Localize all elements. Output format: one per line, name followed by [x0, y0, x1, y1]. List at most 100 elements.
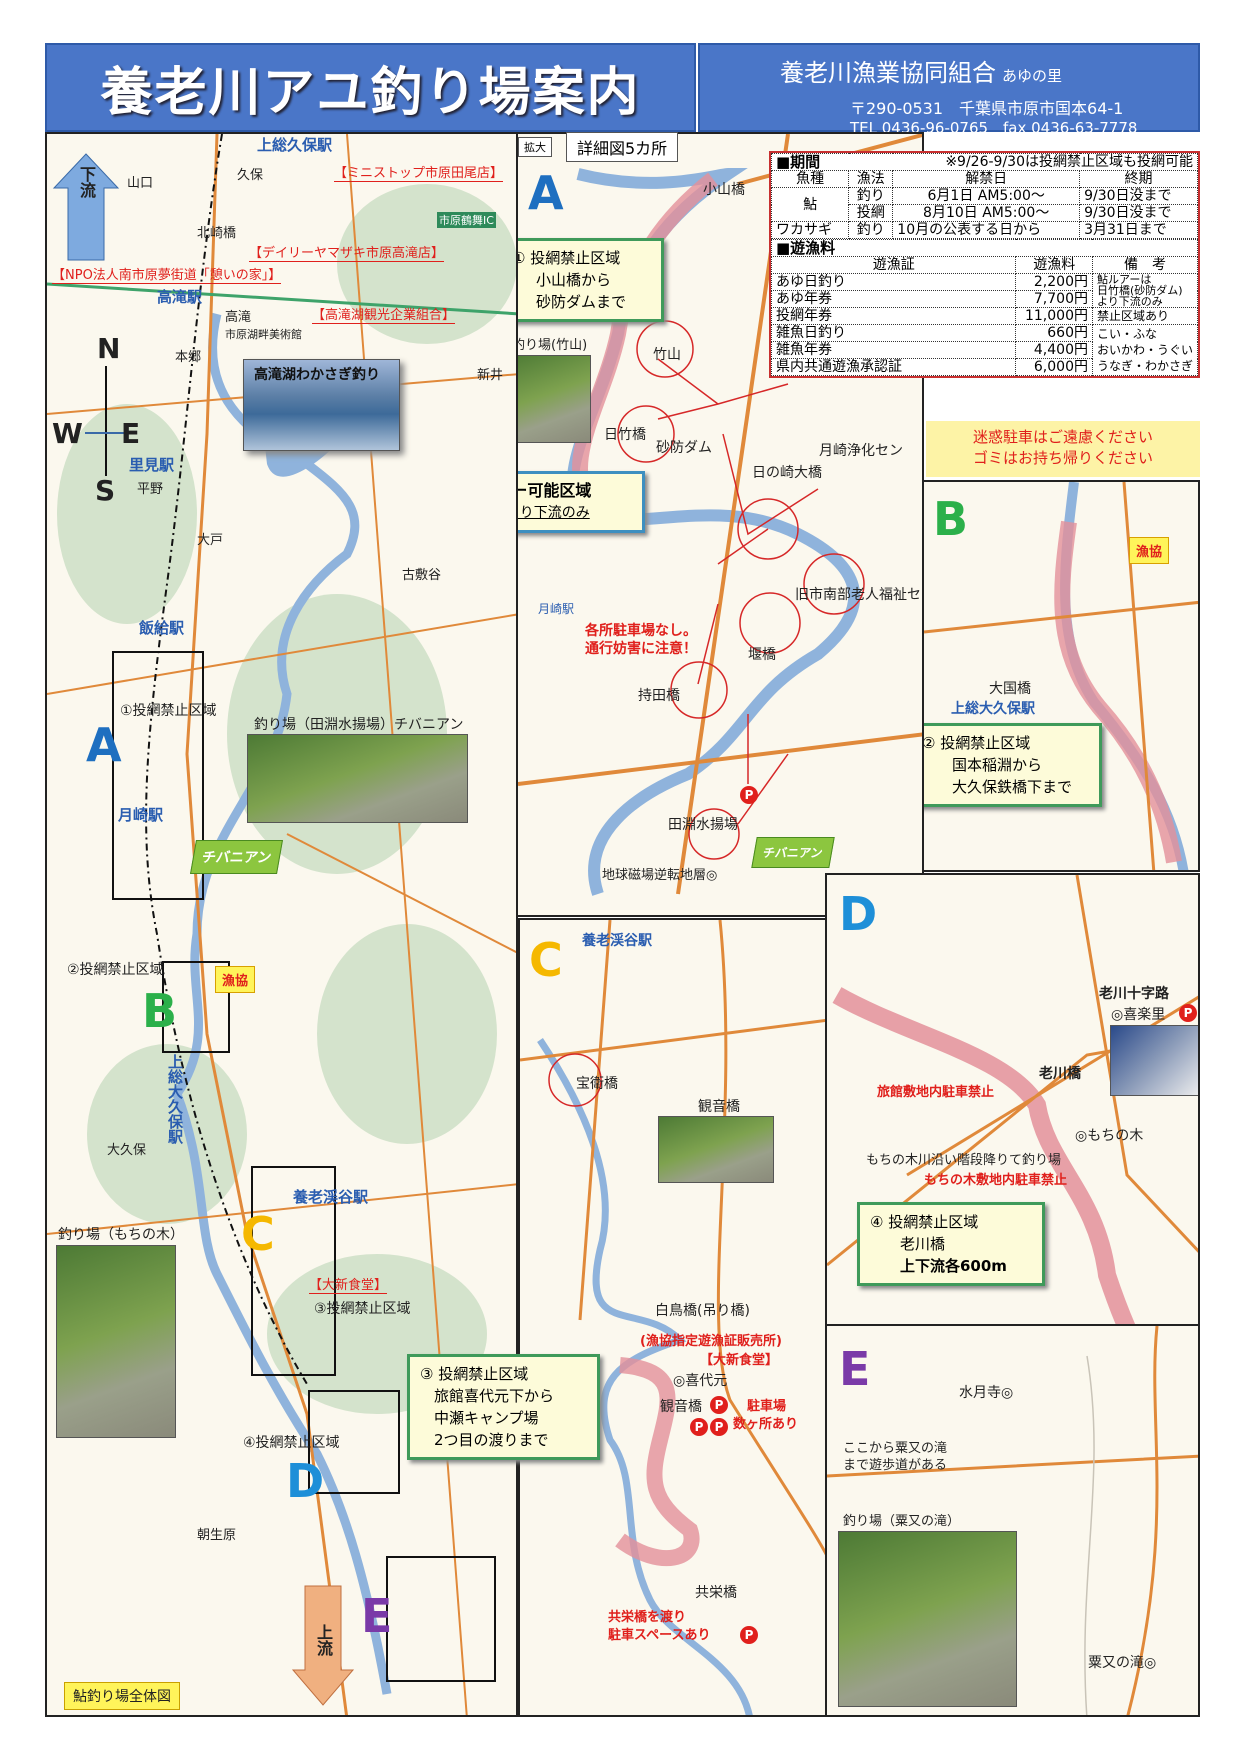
parking-notice: 迷惑駐車はご遠慮くださいゴミはお持ち帰りください	[926, 421, 1200, 477]
station-label: 養老渓谷駅	[293, 1188, 369, 1206]
place-label: 新井	[477, 368, 504, 383]
zone-letter-b: B	[142, 984, 178, 1038]
zone-label: ①投網禁止区域	[120, 703, 217, 719]
bridge-label: 大国橋	[989, 681, 1031, 697]
trail-note: ここから粟又の滝まで遊歩道がある	[843, 1441, 948, 1473]
shop-label: 【大新食堂】	[309, 1274, 388, 1294]
photo-mochinoki	[56, 1245, 176, 1438]
bridge-label: 日の崎大橋	[752, 465, 822, 481]
bridge-label: 小山橋	[703, 182, 745, 198]
overview-map: 下流 上流 N W E S 上総久保駅 高滝駅 里見駅 飯給駅 月崎駅 養老渓谷…	[45, 132, 518, 1717]
org-name: 養老川漁業協同組合あゆの里	[780, 59, 1063, 87]
place-label: 山口	[127, 176, 154, 191]
parking-warning: もちの木敷地内駐車禁止	[924, 1173, 1068, 1188]
bridge-label: 日竹橋	[604, 427, 646, 443]
place-label: 田淵水揚場	[668, 817, 738, 833]
callout-zone-2: ② 投網禁止区域国本稲淵から大久保鉄橋下まで	[924, 723, 1102, 807]
gyokyo-tag: 漁協	[215, 966, 256, 993]
place-label: 古敷谷	[402, 568, 442, 583]
place-label: 本郷	[175, 350, 202, 365]
callout-zone-1: ① 投網禁止区域小山橋から砂防ダムまで	[518, 238, 664, 322]
photo-awamata	[838, 1531, 1017, 1707]
place-label: 大戸	[197, 533, 224, 548]
bridge-label: 観音橋	[660, 1399, 702, 1415]
place-label: 北崎橋	[197, 226, 237, 241]
place-label: 月崎浄化セン	[819, 443, 903, 459]
detail-map-b: B 漁協 大国橋 上総大久保駅 ② 投網禁止区域国本稲淵から大久保鉄橋下まで	[922, 480, 1200, 872]
place-label: 市原鶴舞IC	[437, 212, 496, 228]
zone-letter-d: D	[286, 1454, 325, 1508]
shop-label: 【高滝湖観光企業組合】	[312, 304, 456, 324]
zone-box-a	[112, 651, 204, 900]
photo-caption: 釣り場（もちの木）	[58, 1227, 184, 1243]
photo-caption: 釣り場（田淵水揚場）チバニアン	[254, 717, 464, 733]
zone-box-c	[251, 1166, 336, 1376]
zone-letter-e: E	[839, 1342, 871, 1396]
zone-label: ④投網禁止区域	[243, 1435, 340, 1451]
place-label: ◎喜代元	[673, 1373, 728, 1389]
station-label: 上総大久保駅	[166, 1054, 184, 1144]
bridge-label: 老川橋	[1039, 1066, 1081, 1082]
parking-info: 駐車場数ヶ所あり	[733, 1399, 799, 1432]
parking-icon: P	[710, 1418, 728, 1436]
place-label: 老川十字路	[1099, 986, 1169, 1002]
parking-warning: 各所駐車場なし。通行妨害に注意！	[585, 623, 697, 657]
zone-letter-d: D	[839, 887, 878, 941]
place-label: 竹山	[653, 347, 681, 363]
parking-warning: 旅館敷地内駐車禁止	[877, 1085, 995, 1100]
photo-kirari	[1110, 1025, 1198, 1096]
parking-icon: P	[690, 1418, 708, 1436]
photo-wakasagi: 高滝湖わかさぎ釣り	[243, 359, 400, 451]
place-label: 旧市南部老人福祉センター	[795, 587, 922, 603]
station-label: 飯給駅	[139, 619, 185, 637]
parking-icon: P	[740, 1626, 758, 1644]
upstream-arrow: 上流	[291, 1584, 355, 1707]
page-title: 養老川アユ釣り場案内	[45, 43, 696, 132]
zone-box-e	[386, 1556, 496, 1682]
zone-letter-b: B	[933, 492, 969, 546]
place-label: ◎もちの木	[1075, 1128, 1144, 1144]
place-label: 地球磁場逆転地層◎	[602, 868, 718, 883]
bridge-label: 持田橋	[638, 688, 680, 704]
station-label: 里見駅	[129, 456, 175, 474]
parking-info: 共栄橋を渡り駐車スペースあり	[608, 1610, 711, 1643]
downstream-arrow: 下流	[52, 152, 120, 262]
photo-caption: 釣り場(竹山)	[516, 338, 588, 353]
bridge-label: 堰橋	[748, 647, 776, 663]
place-label: 粟又の滝◎	[1088, 1655, 1157, 1671]
place-label: 朝生原	[197, 1528, 237, 1543]
zone-label: ②投網禁止区域	[67, 962, 164, 978]
bridge-label: 宝衛橋	[576, 1076, 618, 1092]
detail-map-e: E 水月寺◎ ここから粟又の滝まで遊歩道がある 釣り場（粟又の滝） 粟又の滝◎	[825, 1324, 1200, 1717]
place-label: 水月寺◎	[959, 1385, 1014, 1401]
photo-takeyama	[518, 355, 591, 443]
bridge-label: 白鳥橋(吊り橋)	[655, 1303, 750, 1319]
place-label: 市原湖畔美術館	[225, 328, 302, 341]
zone-box-d	[308, 1390, 400, 1494]
station-label: 養老渓谷駅	[582, 933, 652, 949]
org-address: 〒290-0531 千葉県市原市国本64-1	[850, 99, 1124, 118]
place-label: 久保	[237, 168, 264, 183]
shop-label: (漁協指定遊漁証販売所)	[640, 1334, 782, 1349]
place-label: 大久保	[107, 1143, 147, 1158]
organization-header: 養老川漁業協同組合あゆの里 〒290-0531 千葉県市原市国本64-1 TEL…	[698, 43, 1200, 137]
zone-label: ③投網禁止区域	[314, 1301, 411, 1317]
detail-map-d: D 老川十字路 ◎喜楽里 P 老川橋 旅館敷地内駐車禁止 ◎もちの木 もちの木川…	[825, 873, 1200, 1326]
zone-box-b	[162, 961, 230, 1053]
station-label: 高滝駅	[157, 288, 203, 306]
zone-letter-a: A	[528, 166, 564, 220]
photo-kannonbashi	[658, 1116, 774, 1183]
chibanian-tag: チバニアン	[751, 837, 835, 868]
station-label: 上総久保駅	[257, 136, 333, 154]
detail-map-c: C 養老渓谷駅 宝衛橋 観音橋 白鳥橋(吊り橋) (漁協指定遊漁証販売所) 【大…	[518, 918, 827, 1717]
parking-icon: P	[1179, 1004, 1197, 1022]
callout-lure: ★鮎ルアー可能区域砂防ダムより下流のみ	[518, 471, 645, 533]
